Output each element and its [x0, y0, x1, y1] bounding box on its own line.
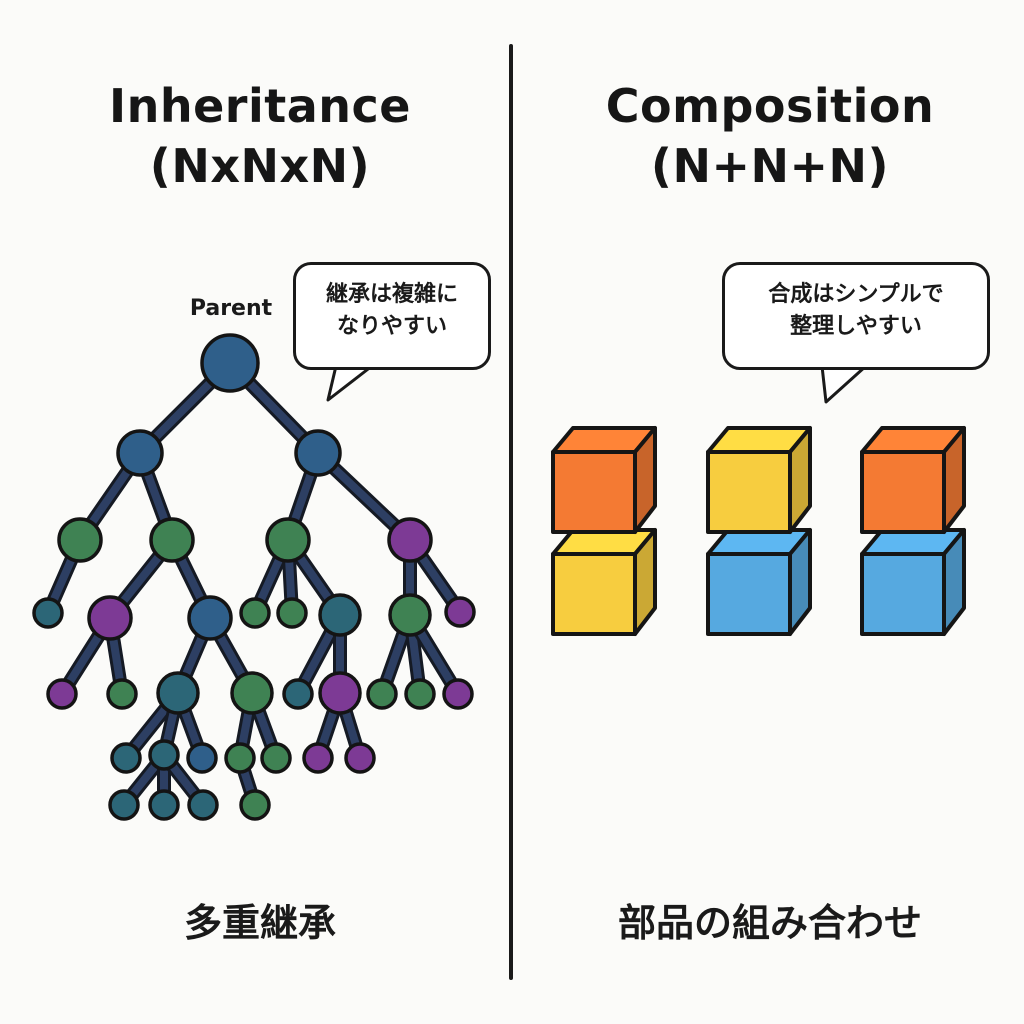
cube-bottom-1: [551, 528, 657, 636]
composition-title-formula: (N+N+N): [650, 139, 890, 193]
cube-top-2: [706, 426, 812, 534]
tree-node: [387, 517, 433, 563]
cube-side-face: [788, 528, 812, 636]
tree-node: [265, 517, 311, 563]
cube-bottom-2: [706, 528, 812, 636]
tree-node: [388, 593, 432, 637]
inheritance-title-formula: (NxNxN): [149, 139, 371, 193]
inheritance-speech-bubble: 継承は複雑に なりやすい: [293, 262, 491, 370]
cube-side-face: [942, 528, 966, 636]
tree-node: [187, 789, 219, 821]
composition-bubble-line2: 整理しやすい: [790, 314, 922, 339]
inheritance-caption: 多重継承: [183, 901, 336, 945]
composition-bubble-line1: 合成はシンプルで: [768, 282, 944, 307]
tree-node: [404, 678, 436, 710]
cube-side-face: [788, 426, 812, 534]
tree-node: [302, 742, 334, 774]
cube-front-face: [706, 552, 792, 636]
tree-node: [366, 678, 398, 710]
tree-node: [46, 678, 78, 710]
tree-node: [239, 789, 271, 821]
cube-bottom-3: [860, 528, 966, 636]
inheritance-tree: [32, 333, 476, 821]
inheritance-bubble-line2: なりやすい: [336, 314, 447, 339]
cube-top-1: [551, 426, 657, 534]
tree-node: [116, 429, 164, 477]
composition-speech-bubble: 合成はシンプルで 整理しやすい: [722, 262, 990, 370]
cube-front-face: [860, 552, 946, 636]
cube-front-face: [551, 552, 637, 636]
cube-side-face: [942, 426, 966, 534]
cube-front-face: [860, 450, 946, 534]
cube-front-face: [551, 450, 637, 534]
tree-node: [260, 742, 292, 774]
tree-node: [106, 678, 138, 710]
tree-node: [148, 739, 180, 771]
tree-node: [282, 678, 314, 710]
tree-node: [318, 671, 362, 715]
tree-node: [186, 742, 218, 774]
tree-node: [156, 671, 200, 715]
tree-node: [149, 517, 195, 563]
tree-node: [442, 678, 474, 710]
cube-top-3: [860, 426, 966, 534]
tree-node: [32, 597, 64, 629]
tree-node: [187, 595, 233, 641]
tree-node: [148, 789, 180, 821]
composition-title: Composition (N+N+N): [540, 76, 1000, 196]
tree-node: [57, 517, 103, 563]
tree-node: [87, 595, 133, 641]
tree-node: [344, 742, 376, 774]
cube-side-face: [633, 528, 657, 636]
tree-node: [276, 597, 308, 629]
parent-node-label: Parent: [189, 296, 273, 321]
cube-front-face: [706, 450, 792, 534]
tree-node: [224, 742, 256, 774]
cube-side-face: [633, 426, 657, 534]
tree-node: [239, 597, 271, 629]
tree-node: [110, 742, 142, 774]
composition-caption: 部品の組み合わせ: [617, 901, 922, 945]
inheritance-bubble-line1: 継承は複雑に: [325, 282, 458, 307]
inheritance-title: Inheritance (NxNxN): [40, 76, 480, 196]
tree-node: [230, 671, 274, 715]
tree-node: [108, 789, 140, 821]
inheritance-title-main: Inheritance: [108, 79, 411, 133]
tree-root-node: [200, 333, 260, 393]
tree-node: [444, 596, 476, 628]
center-divider: [509, 44, 513, 980]
composition-cubes: [551, 426, 966, 636]
tree-node: [294, 429, 342, 477]
composition-title-main: Composition: [605, 79, 935, 133]
tree-node: [318, 593, 362, 637]
